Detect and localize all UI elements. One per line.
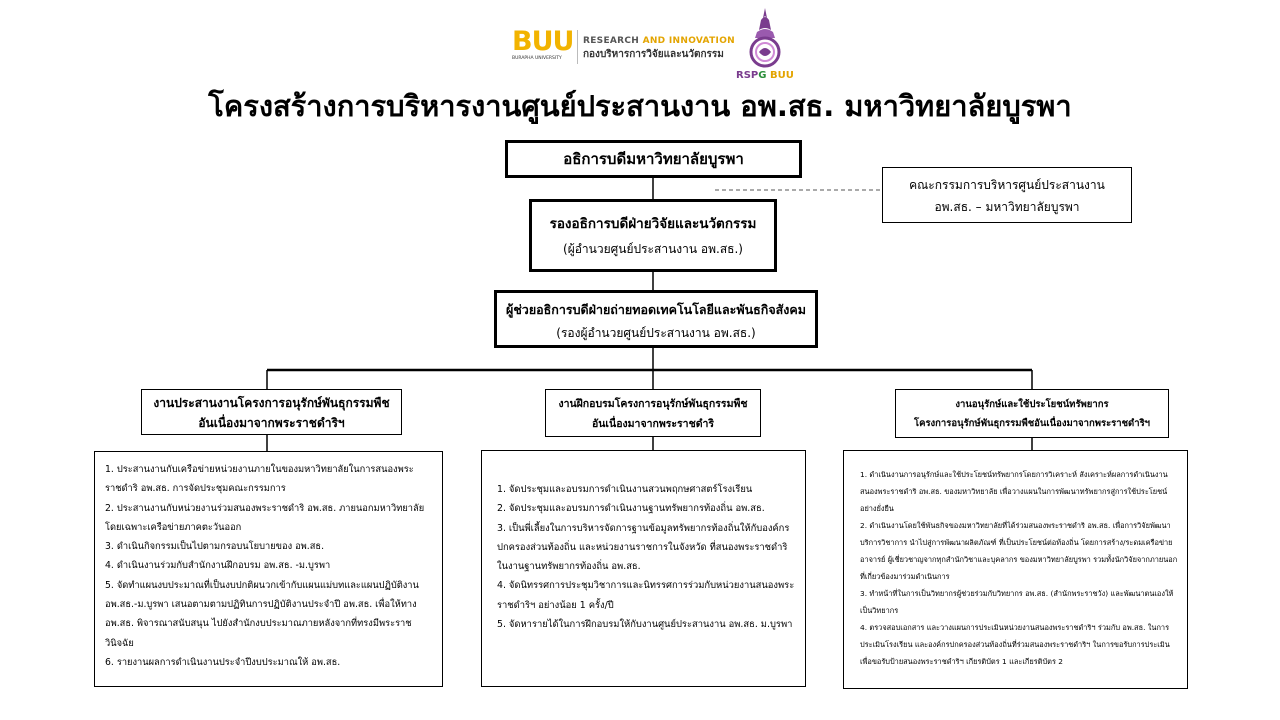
conservation-duties-list: 1. ดำเนินงานการอนุรักษ์และใช้ประโยชน์ทรั…	[843, 450, 1188, 689]
ri-and-innovation-text: AND INNOVATION	[642, 36, 735, 46]
training-duties-list: 1. จัดประชุมและอบรมการดำเนินงานสวนพฤกษศา…	[481, 450, 806, 687]
list-item: 3. เป็นพี่เลี้ยงในการบริหารจัดการฐานข้อม…	[497, 522, 790, 573]
committee-box: คณะกรรมการบริหารศูนย์ประสานงาน อพ.สธ. – …	[882, 167, 1132, 223]
list-item: 5. จัดหารายได้ในการฝึกอบรมให้กับงานศูนย์…	[497, 619, 793, 631]
list-item: 4. ตรวจสอบเอกสาร และวางแผนการประเมินหน่ว…	[860, 623, 1170, 666]
list-item: 3. ทำหน้าที่ในการเป็นวิทยากรผู้ช่วยร่วมก…	[860, 589, 1174, 615]
list-item: 1. ประสานงานกับเครือข่ายหน่วยงานภายในของ…	[105, 464, 414, 495]
vice-president-role: (ผู้อำนวยศูนย์ประสานงาน อพ.สธ.)	[563, 242, 743, 256]
coordination-duties-list: 1. ประสานงานกับเครือข่ายหน่วยงานภายในของ…	[94, 451, 443, 687]
assistant-role: (รองผู้อำนวยศูนย์ประสานงาน อพ.สธ.)	[556, 326, 756, 340]
buu-logo-icon: BUU BURAPHA UNIVERSITY	[512, 26, 574, 62]
committee-line-2: อพ.สธ. – มหาวิทยาลัยบูรพา	[934, 200, 1080, 214]
page-title: โครงสร้างการบริหารงานศูนย์ประสานงาน อพ.ส…	[208, 89, 1072, 123]
vice-president-box: รองอธิการบดีฝ่ายวิจัยและนวัตกรรม (ผู้อำน…	[529, 199, 777, 272]
assistant-president-box: ผู้ช่วยอธิการบดีฝ่ายถ่ายทอดเทคโนโลยีและพ…	[494, 290, 818, 348]
list-item: 3. ดำเนินกิจกรรมเป็นไปตามกรอบนโยบายของ อ…	[105, 541, 325, 553]
list-item: 4. จัดนิทรรศการประชุมวิชาการและนิทรรศการ…	[497, 580, 795, 611]
president-box: อธิการบดีมหาวิทยาลัยบูรพา	[505, 140, 802, 178]
committee-line-1: คณะกรรมการบริหารศูนย์ประสานงาน	[909, 178, 1105, 192]
list-item: 5. จัดทำแผนงบประมาณที่เป็นงบปกติผนวกเข้า…	[105, 579, 419, 649]
vice-president-title: รองอธิการบดีฝ่ายวิจัยและนวัตกรรม	[549, 216, 757, 232]
list-item: 6. รายงานผลการดำเนินงานประจำปีงบประมาณให…	[105, 656, 341, 668]
list-item: 2. ประสานงานกับหน่วยงานร่วมสนองพระราชดำร…	[105, 502, 425, 533]
list-item: 2. จัดประชุมและอบรมการดำเนินงานฐานทรัพยา…	[497, 503, 765, 515]
ri-thai-text: กองบริหารการวิจัยและนวัตกรรม	[583, 49, 724, 60]
list-item: 4. ดำเนินงานร่วมกับสำนักงานฝึกอบรม อพ.สธ…	[105, 560, 331, 572]
assistant-title: ผู้ช่วยอธิการบดีฝ่ายถ่ายทอดเทคโนโลยีและพ…	[506, 302, 806, 317]
division-training-box: งานฝึกอบรมโครงการอนุรักษ์พันธุกรรมพืช อั…	[545, 389, 761, 437]
research-innovation-logo: RESEARCH AND INNOVATION กองบริหารการวิจั…	[583, 36, 735, 62]
rspg-emblem-icon: RSPG BUU	[736, 8, 794, 88]
list-item: 2. ดำเนินงานโดยใช้พันธกิจของมหาวิทยาลัยท…	[860, 521, 1178, 581]
division-conservation-box: งานอนุรักษ์และใช้ประโยชน์ทรัพยากร โครงกา…	[895, 389, 1169, 438]
division-coordination-box: งานประสานงานโครงการอนุรักษ์พันธุกรรมพืช …	[141, 389, 402, 435]
list-item: 1. ดำเนินงานการอนุรักษ์และใช้ประโยชน์ทรั…	[860, 470, 1168, 513]
ri-research-text: RESEARCH	[583, 36, 640, 46]
logo-divider	[577, 30, 578, 64]
list-item: 1. จัดประชุมและอบรมการดำเนินงานสวนพฤกษศา…	[497, 484, 753, 495]
